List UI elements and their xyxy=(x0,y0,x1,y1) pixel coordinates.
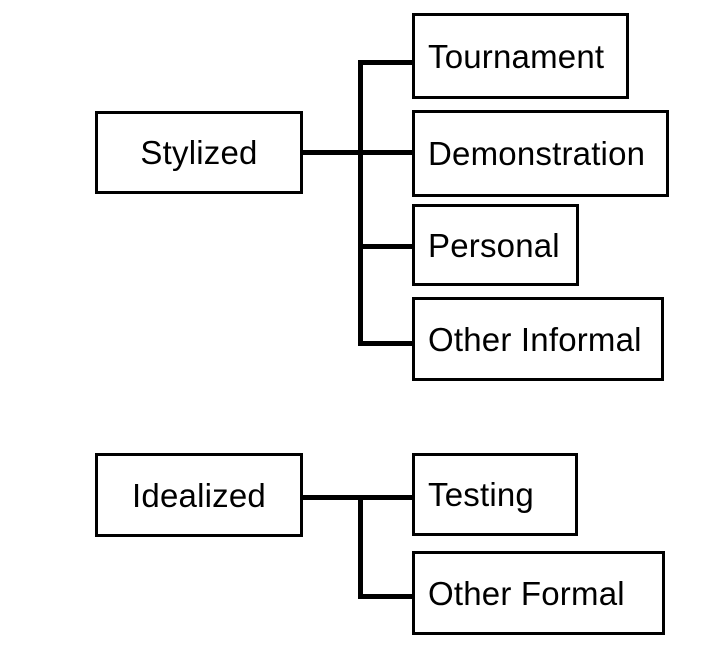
edge-stylized-personal xyxy=(358,244,415,249)
idealized-trunk-line xyxy=(358,495,363,599)
node-idealized-label: Idealized xyxy=(132,476,266,514)
edge-stylized-tournament xyxy=(358,60,415,65)
stylized-trunk-line xyxy=(358,60,363,346)
node-personal[interactable]: Personal xyxy=(412,204,579,286)
node-tournament[interactable]: Tournament xyxy=(412,13,629,99)
node-testing-label: Testing xyxy=(428,476,534,513)
node-testing[interactable]: Testing xyxy=(412,453,578,536)
edge-stylized-demonstration xyxy=(358,150,415,155)
node-stylized-label: Stylized xyxy=(140,134,258,171)
node-demonstration-label: Demonstration xyxy=(428,135,646,172)
node-other-informal[interactable]: Other Informal xyxy=(412,297,664,381)
node-personal-label: Personal xyxy=(428,226,560,264)
stylized-parent-connector xyxy=(301,150,361,155)
node-idealized[interactable]: Idealized xyxy=(95,453,303,537)
edge-idealized-other-formal xyxy=(358,594,415,599)
edge-stylized-other-informal xyxy=(358,341,415,346)
node-demonstration[interactable]: Demonstration xyxy=(412,110,669,197)
edge-idealized-testing xyxy=(358,495,415,500)
idealized-parent-connector xyxy=(301,495,361,500)
node-other-formal-label: Other Formal xyxy=(428,574,625,612)
node-other-formal[interactable]: Other Formal xyxy=(412,551,665,635)
node-stylized[interactable]: Stylized xyxy=(95,111,303,194)
node-tournament-label: Tournament xyxy=(428,37,605,75)
node-other-informal-label: Other Informal xyxy=(428,320,642,358)
